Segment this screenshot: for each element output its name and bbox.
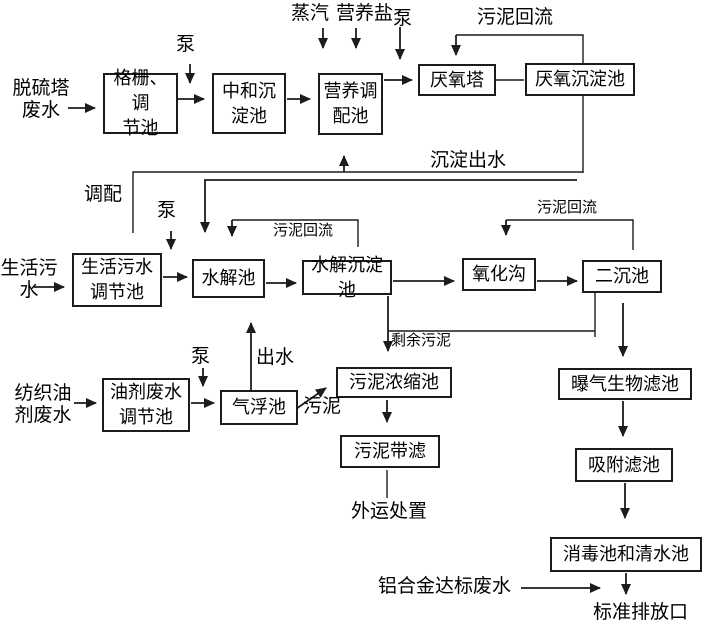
label-sedimentation-effluent: 沉淀出水 — [430, 149, 507, 171]
label-effluent: 出水 — [256, 346, 295, 368]
label-pump-mid: 泵 — [157, 199, 177, 221]
arrow-sludge-to-thickening — [295, 387, 327, 410]
box-nutrient-preparation-tank: 营养调 配池 — [318, 73, 383, 135]
box-oxidation-ditch: 氧化沟 — [462, 258, 536, 291]
box-oil-wastewater-regulation-tank: 油剂废水 调节池 — [102, 378, 190, 432]
source-aluminum-alloy-standard-wastewater: 铝合金达标废水 — [378, 575, 512, 597]
label-sludge-return-mid: 污泥回流 — [273, 221, 334, 239]
arrow-sed-effluent-to-hydrolysis — [200, 179, 577, 233]
label-sludge-return-top: 污泥回流 — [477, 6, 554, 28]
terminal-external-disposal: 外运处置 — [351, 500, 428, 522]
line-sludge-return-mid — [232, 219, 359, 247]
line-preparation-and-effluent — [132, 171, 583, 233]
box-anaerobic-tower: 厌氧塔 — [418, 64, 496, 96]
source-domestic-sewage: 生活污 水 — [0, 257, 58, 301]
box-air-flotation-tank: 气浮池 — [220, 390, 298, 425]
label-pump-top1: 泵 — [176, 33, 196, 55]
label-preparation: 调配 — [84, 183, 123, 205]
box-sludge-thickening-tank: 污泥浓缩池 — [336, 367, 452, 398]
box-neutralization-sedimentation: 中和沉 淀池 — [212, 73, 286, 134]
box-adsorption-filter: 吸附滤池 — [575, 448, 673, 482]
source-desulfurization-tower-wastewater: 脱硫塔 废水 — [12, 77, 70, 121]
box-hydrolysis-sedimentation-tank: 水解沉淀池 — [302, 255, 392, 301]
source-textile-oil-wastewater: 纺织油 剂废水 — [14, 382, 72, 426]
label-pump-top2: 泵 — [393, 7, 413, 29]
box-domestic-sewage-regulation-tank: 生活污水 调节池 — [72, 253, 162, 307]
label-steam: 蒸汽 — [291, 2, 330, 24]
line-sludge-return-right — [506, 219, 634, 250]
terminal-standard-discharge-outlet: 标准排放口 — [593, 601, 689, 623]
box-aeration-biofilter: 曝气生物滤池 — [558, 368, 692, 400]
box-anaerobic-sedimentation-tank: 厌氧沉淀池 — [525, 63, 635, 96]
label-sludge: 污泥 — [303, 395, 342, 417]
box-secondary-sedimentation-tank: 二沉池 — [582, 260, 662, 293]
box-disinfection-clear-water-tank: 消毒池和清水池 — [550, 537, 702, 572]
line-sludge-return-top — [456, 34, 584, 173]
label-excess-sludge: 剩余污泥 — [391, 331, 452, 349]
label-pump-bottom: 泵 — [191, 345, 211, 367]
box-sludge-belt-filter: 污泥带滤 — [340, 435, 440, 468]
label-sludge-return-right: 污泥回流 — [537, 198, 598, 216]
box-grid-regulation-tank: 格栅、调 节池 — [103, 68, 178, 139]
box-hydrolysis-tank: 水解池 — [192, 259, 265, 298]
label-nutrient-salt: 营养盐 — [336, 2, 394, 24]
